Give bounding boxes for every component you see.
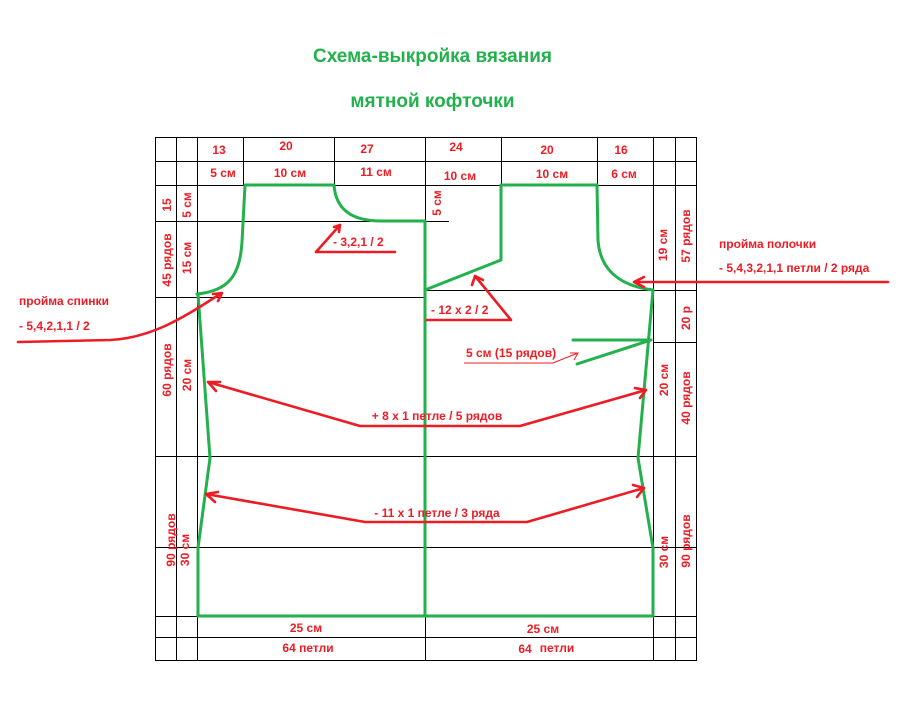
right-rows-40: 40 рядов <box>679 371 693 424</box>
bottom-stitches-left: 64 петли <box>282 641 333 655</box>
right-cm-30: 30 см <box>657 536 671 568</box>
front-neck-arrow <box>425 274 513 322</box>
increase-label: + 8 х 1 петле / 5 рядов <box>372 409 503 423</box>
diagram-title-line-2: мятной кофточки <box>350 91 515 112</box>
bottom-stitches-right-number: 64 <box>518 642 532 656</box>
right-cm-20: 20 см <box>657 364 671 396</box>
left-cm-30: 30 см <box>178 534 192 566</box>
back-armhole-values: - 5,4,2,1,1 / 2 <box>19 319 90 333</box>
decrease-arrow <box>204 483 646 524</box>
left-cm-5: 5 см <box>180 192 194 218</box>
left-rows-45: 45 рядов <box>160 233 174 286</box>
top-count-2: 20 <box>279 139 293 153</box>
front-armhole-values: - 5,4,3,2,1,1 петли / 2 ряда <box>719 261 870 275</box>
left-cm-15: 15 см <box>180 242 194 274</box>
top-cm-4: 10 см <box>444 169 476 183</box>
left-vertical-labels: 15 45 рядов 60 рядов 90 рядов 5 см 15 см… <box>160 192 194 566</box>
left-rows-60: 60 рядов <box>160 343 174 396</box>
bottom-width-right: 25 см <box>527 622 559 636</box>
top-count-4: 24 <box>449 140 463 154</box>
bust-dart <box>571 338 653 366</box>
annotation-arrows <box>16 223 890 524</box>
pattern-outline <box>195 183 655 618</box>
front-armhole-arrow <box>632 275 890 289</box>
right-rows-57: 57 рядов <box>679 209 693 262</box>
top-count-6: 16 <box>614 143 628 157</box>
top-cm-5: 10 см <box>536 167 568 181</box>
front-neck-label: - 12 х 2 / 2 <box>431 303 489 317</box>
back-armhole-title: пройма спинки <box>19 294 109 308</box>
top-count-3: 27 <box>360 142 374 156</box>
top-cm-3: 11 см <box>360 165 392 179</box>
left-cm-20: 20 см <box>180 359 194 391</box>
top-header: 13 20 27 24 20 16 5 см 10 см 11 см 10 см… <box>210 139 637 183</box>
diagram-title-line-1: Схема-выкройка вязания <box>312 46 552 67</box>
top-cm-2: 10 см <box>274 166 306 180</box>
bottom-width-left: 25 см <box>290 621 322 635</box>
front-piece-outline <box>423 183 655 618</box>
right-cm-19: 19 см <box>656 229 670 261</box>
bottom-labels: 25 см 25 см 64 петли 64 петли <box>282 621 574 656</box>
back-piece-outline <box>195 183 427 618</box>
top-cm-6: 6 см <box>611 167 637 181</box>
top-count-1: 13 <box>212 143 226 157</box>
back-armhole-arrow <box>16 291 224 344</box>
dart-label: 5 см (15 рядов) <box>466 346 556 360</box>
bottom-stitches-right-word: петли <box>540 641 574 655</box>
front-armhole-title: пройма полочки <box>719 237 816 251</box>
back-neck-label: - 3,2,1 / 2 <box>333 235 384 249</box>
top-count-5: 20 <box>540 143 554 157</box>
back-neck-arrow <box>314 223 397 254</box>
top-cm-1: 5 см <box>210 166 236 180</box>
left-rows-90: 90 рядов <box>164 513 178 566</box>
right-vertical-labels: 19 см 20 см 30 см 57 рядов 20 р 40 рядов… <box>656 209 693 568</box>
increase-arrow <box>206 380 648 428</box>
right-rows-20: 20 р <box>679 306 693 330</box>
left-rows-15: 15 <box>160 198 174 212</box>
annotation-texts: - 3,2,1 / 2 пройма спинки - 5,4,2,1,1 / … <box>19 235 870 520</box>
decrease-label: - 11 х 1 петле / 3 ряда <box>374 506 500 520</box>
dart-pointer-arrow <box>464 352 579 364</box>
right-rows-90: 90 рядов <box>679 514 693 567</box>
center-neck-cm: 5 см <box>430 190 444 216</box>
